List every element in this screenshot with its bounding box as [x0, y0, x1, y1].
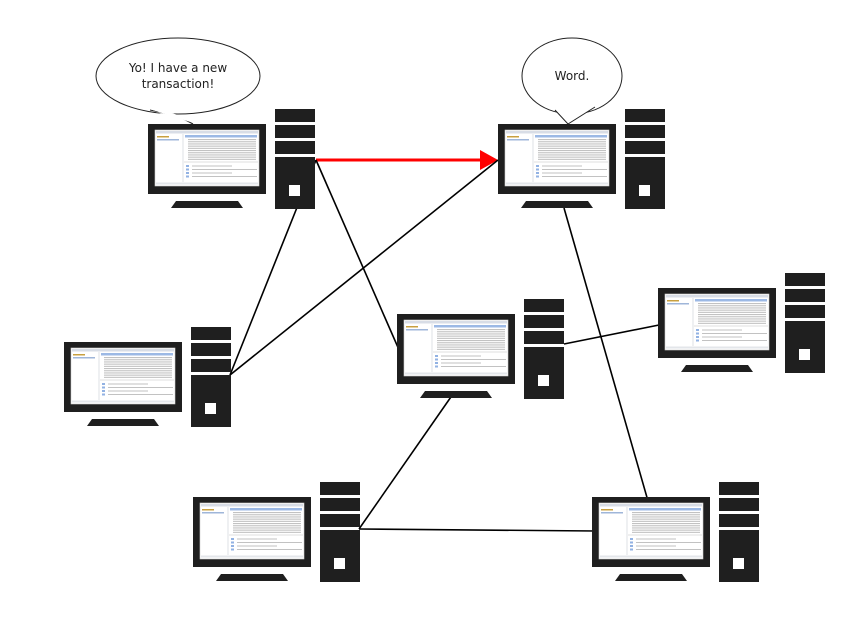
monitor-stand [87, 419, 159, 426]
node-top-right [498, 109, 665, 209]
tower [625, 109, 665, 209]
speech-bubbles: Yo! I have a new transaction! Word. [95, 37, 623, 125]
bubble-receiver: Word. [521, 37, 623, 125]
node-bottom-right [592, 482, 759, 582]
arrowhead-icon [480, 150, 498, 170]
tower [275, 109, 315, 209]
monitor-screen [664, 293, 770, 351]
computers [64, 109, 825, 582]
monitor-stand [615, 574, 687, 581]
tower [524, 299, 564, 399]
network-link [229, 159, 499, 376]
bubble-sender: Yo! I have a new transaction! [95, 37, 261, 125]
tower [719, 482, 759, 582]
monitor-stand [171, 201, 243, 208]
node-top-left [148, 109, 315, 209]
monitor-screen [70, 347, 176, 405]
power-button-icon [205, 403, 216, 414]
network-link [563, 323, 665, 345]
power-button-icon [538, 375, 549, 386]
node-middle-left [64, 327, 231, 427]
monitor-stand [681, 365, 753, 372]
monitor-stand [420, 391, 492, 398]
speech-bubble-text: Word. [555, 69, 590, 83]
network-link [315, 159, 401, 353]
network-link [358, 528, 597, 532]
node-center [397, 299, 564, 399]
monitor-screen [598, 502, 704, 560]
network-link [563, 207, 649, 502]
network-link [358, 393, 454, 530]
power-button-icon [334, 558, 345, 569]
speech-bubble-text: transaction! [142, 77, 215, 91]
power-button-icon [799, 349, 810, 360]
monitor-stand [521, 201, 593, 208]
tower [785, 273, 825, 373]
power-button-icon [733, 558, 744, 569]
monitor-screen [199, 502, 305, 560]
speech-bubble-text: Yo! I have a new [128, 61, 227, 75]
monitor-screen [154, 129, 260, 187]
monitor-screen [504, 129, 610, 187]
power-button-icon [639, 185, 650, 196]
monitor-stand [216, 574, 288, 581]
monitor-screen [403, 319, 509, 377]
tower [320, 482, 360, 582]
tower [191, 327, 231, 427]
node-bottom-left [193, 482, 360, 582]
node-middle-right [658, 273, 825, 373]
power-button-icon [289, 185, 300, 196]
